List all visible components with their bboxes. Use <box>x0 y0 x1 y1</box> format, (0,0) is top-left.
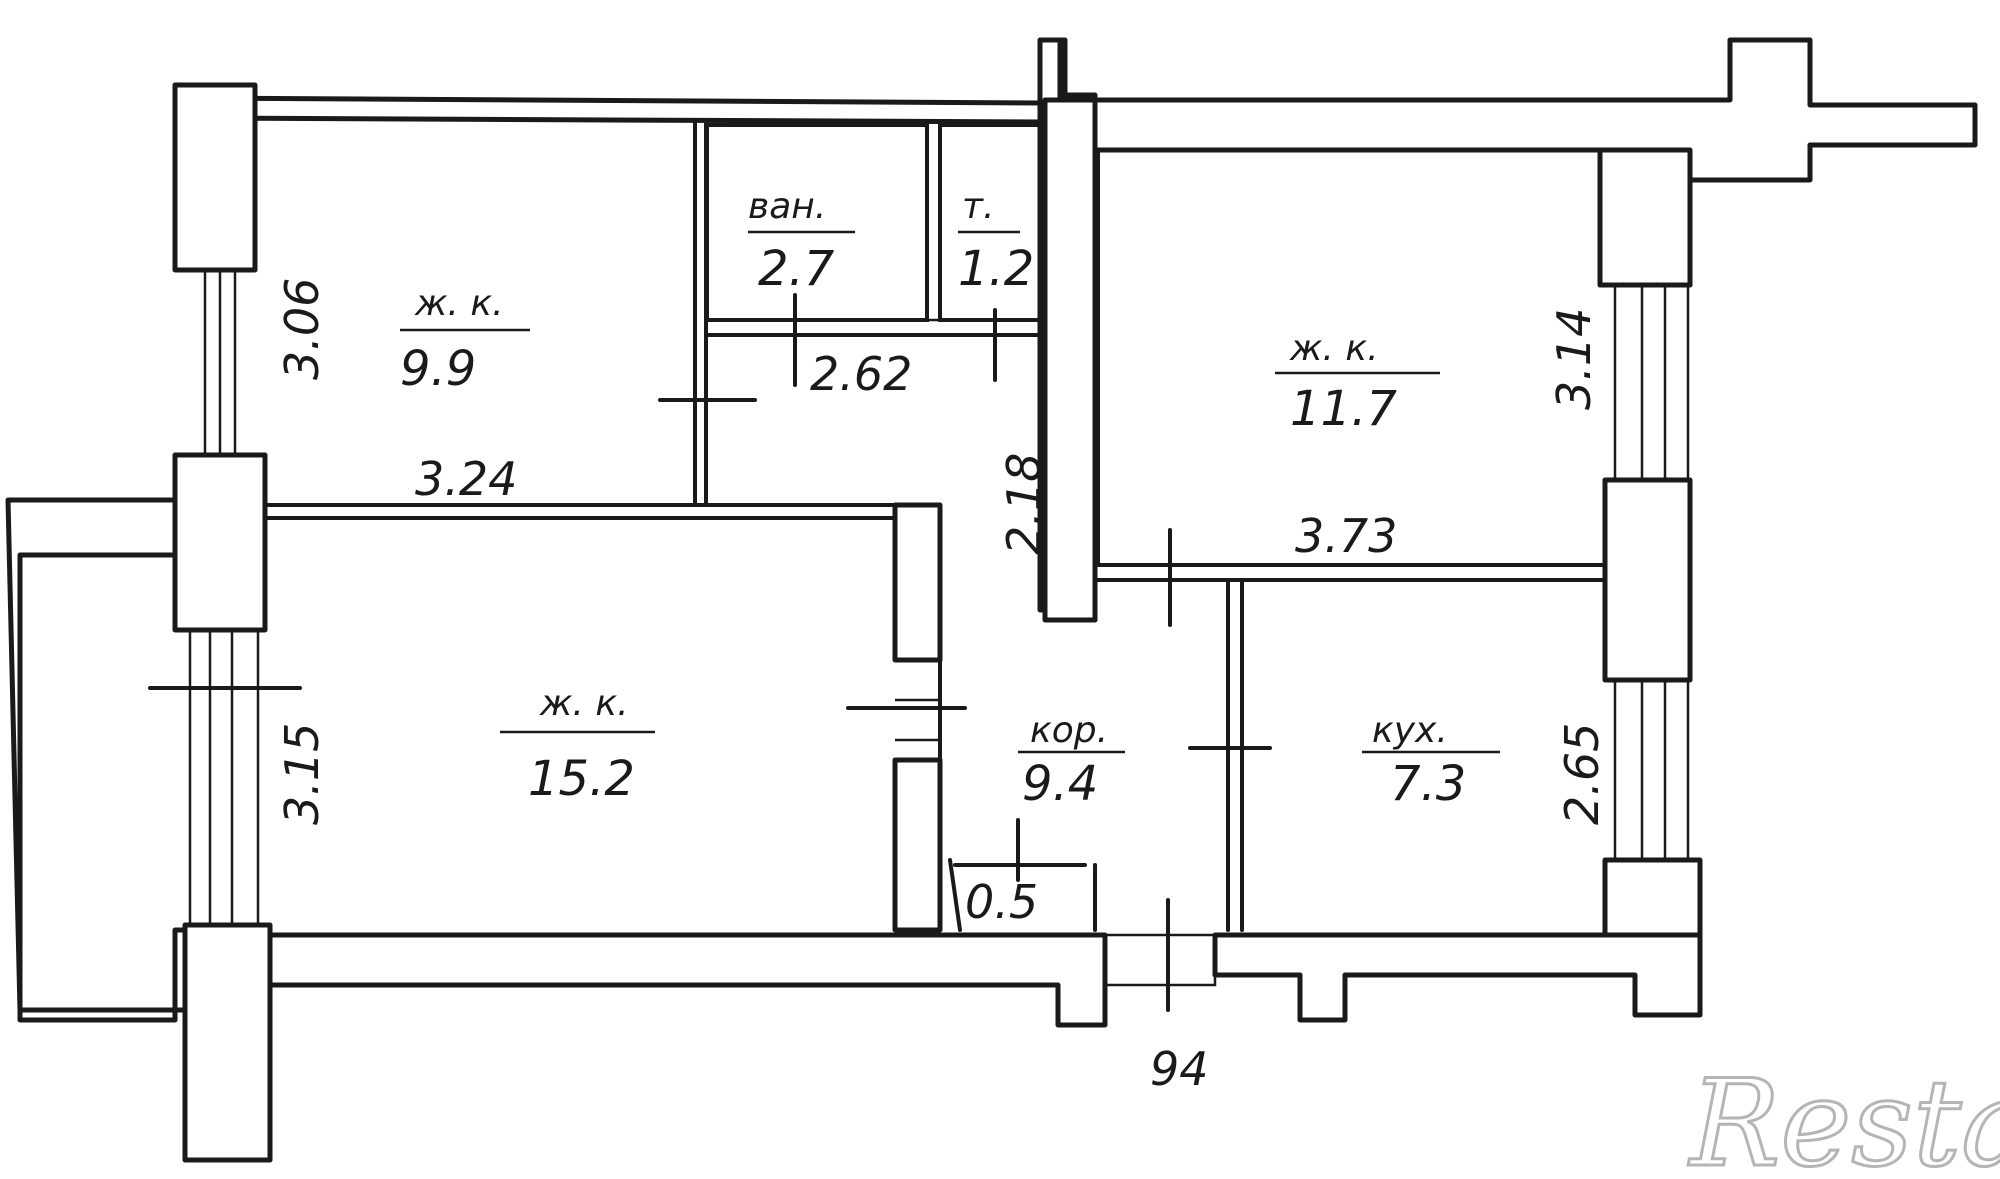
unit-number: 94 <box>1150 1042 1209 1096</box>
dim-big-room-height: 3.15 <box>275 723 329 825</box>
partitions <box>263 118 1607 932</box>
window-left-bottom <box>188 630 260 925</box>
windows <box>188 270 1690 925</box>
room-living-top-right: ж. к. 11.7 <box>1275 328 1440 437</box>
room-labels: ж. к. 9.9 ван. 2.7 т. 1.2 ж. к. 11.7 ж. … <box>400 186 1500 812</box>
dim-top-right-height: 3.14 <box>1547 308 1601 410</box>
bottom-wall-right <box>1212 932 1703 1023</box>
partition-stub <box>892 502 943 663</box>
room-area: 15.2 <box>528 751 635 807</box>
window-right-top <box>1613 285 1690 480</box>
window-big-room-door <box>895 658 940 762</box>
left-pier-bottom <box>182 922 273 1163</box>
dimensions: 3.06 3.24 2.62 2.18 3.14 3.73 3.15 2.65 … <box>275 278 1609 1096</box>
room-name: кух. <box>1372 710 1448 751</box>
window-left-top <box>203 270 237 455</box>
right-pier-middle <box>1602 477 1693 683</box>
room-name: кор. <box>1030 710 1108 751</box>
dim-top-right-width: 3.73 <box>1295 509 1397 563</box>
dim-niche: 0.5 <box>965 875 1038 929</box>
room-area: 9.9 <box>400 341 476 397</box>
left-pier-top <box>172 82 258 273</box>
dim-hall-width: 2.62 <box>810 347 912 401</box>
room-name: т. <box>962 186 994 227</box>
dim-hall-height: 2.18 <box>997 453 1051 555</box>
door-marks <box>148 293 1272 1012</box>
room-name: ж. к. <box>539 683 629 724</box>
dim-kitchen-height: 2.65 <box>1555 723 1609 825</box>
walls <box>5 37 1978 1163</box>
room-living-big: ж. к. 15.2 <box>500 683 655 807</box>
corridor-left <box>948 858 962 932</box>
room-area: 1.2 <box>958 241 1034 297</box>
top-wall-left <box>197 95 1043 125</box>
bottom-wall-left <box>267 932 1108 1028</box>
room-toilet: т. 1.2 <box>958 186 1034 297</box>
entrance-threshold <box>1103 933 1217 987</box>
dim-top-left-width: 3.24 <box>415 452 517 506</box>
watermark-logo: Restate <box>1688 1055 2000 1179</box>
room-corridor: кор. 9.4 <box>1018 710 1125 812</box>
room-name: ж. к. <box>414 283 504 324</box>
right-pier-bottom <box>1602 857 1703 938</box>
room-area: 11.7 <box>1290 381 1397 437</box>
top-wall-right <box>1092 37 1978 288</box>
room-bathroom: ван. 2.7 <box>748 186 855 297</box>
room-area: 2.7 <box>758 241 835 297</box>
room-name: ван. <box>748 186 826 227</box>
partition-stub-lower <box>892 757 943 933</box>
room-area: 7.3 <box>1390 756 1466 812</box>
room-living-top-left: ж. к. 9.9 <box>400 283 530 397</box>
window-right-bottom <box>1613 680 1690 860</box>
dim-top-left-height: 3.06 <box>275 278 329 380</box>
central-wall-block <box>1042 97 1098 623</box>
room-name: ж. к. <box>1289 328 1379 369</box>
left-pier-middle <box>172 452 268 633</box>
right-pier-top <box>1597 147 1693 288</box>
room-area: 9.4 <box>1022 756 1098 812</box>
room-kitchen: кух. 7.3 <box>1362 710 1500 812</box>
